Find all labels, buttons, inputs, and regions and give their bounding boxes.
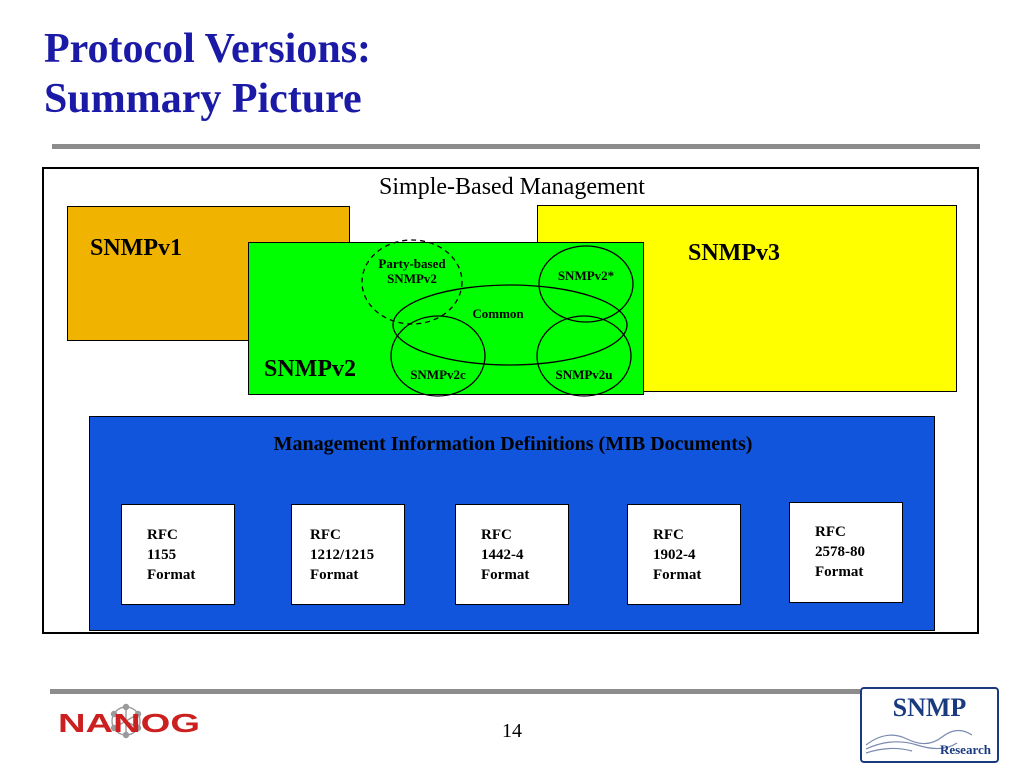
snmp-wordmark: SNMP xyxy=(892,693,967,722)
title-line-2: Summary Picture xyxy=(44,76,362,122)
page-number: 14 xyxy=(502,720,522,742)
party-based-ellipse xyxy=(361,239,463,325)
rfc-1155-box: RFC 1155 Format xyxy=(121,504,235,605)
rfc-2578-box: RFC 2578-80 Format xyxy=(789,502,903,603)
common-label: Common xyxy=(472,306,524,321)
rfc-line-1: RFC xyxy=(815,524,846,540)
rfc-line-2: 2578-80 xyxy=(815,544,865,560)
party-based-line-2: SNMPv2 xyxy=(387,271,437,286)
snmpv2-star-ellipse xyxy=(538,245,634,323)
rfc-line-2: 1155 xyxy=(147,547,177,563)
rfc-line-2: 1212/1215 xyxy=(310,547,375,563)
frame-label: Simple-Based Management xyxy=(379,174,645,200)
rfc-line-1: RFC xyxy=(653,527,684,543)
snmpv3-label: SNMPv3 xyxy=(688,240,780,266)
snmpv2c-label: SNMPv2c xyxy=(410,367,466,382)
network-globe-icon xyxy=(110,703,142,739)
snmpv1-label: SNMPv1 xyxy=(90,235,182,261)
rfc-line-3: Format xyxy=(147,567,196,583)
rfc-line-2: 1902-4 xyxy=(653,547,696,563)
party-based-label: Party-based SNMPv2 xyxy=(362,256,462,286)
mib-title: Management Information Definitions (MIB … xyxy=(273,433,753,455)
rfc-line-1: RFC xyxy=(147,527,178,543)
snmpv2-label: SNMPv2 xyxy=(264,356,356,382)
snmpv2u-label: SNMPv2u xyxy=(555,367,613,382)
rfc-1442-box: RFC 1442-4 Format xyxy=(455,504,569,605)
slide-title: Protocol Versions: Summary Picture xyxy=(44,24,371,124)
snmpv2-star-label: SNMPv2* xyxy=(557,268,615,283)
nanog-logo: NANOG xyxy=(58,703,200,739)
rfc-line-1: RFC xyxy=(481,527,512,543)
common-ellipse xyxy=(392,284,628,366)
research-wordmark: Research xyxy=(939,742,991,757)
rfc-line-1: RFC xyxy=(310,527,341,543)
snmpv2c-ellipse xyxy=(390,315,486,397)
nanog-wordmark: NANOG xyxy=(58,708,200,738)
rfc-line-3: Format xyxy=(653,567,702,583)
top-rule xyxy=(52,144,980,149)
rfc-line-3: Format xyxy=(815,564,864,580)
party-based-line-1: Party-based xyxy=(378,256,446,271)
snmp-research-logo: SNMP Research xyxy=(860,687,999,763)
rfc-line-2: 1442-4 xyxy=(481,547,524,563)
mountain-lines-icon xyxy=(865,729,973,754)
rfc-1212-box: RFC 1212/1215 Format xyxy=(291,504,405,605)
snmpv2u-ellipse xyxy=(536,315,632,397)
rfc-1902-box: RFC 1902-4 Format xyxy=(627,504,741,605)
title-line-1: Protocol Versions: xyxy=(44,26,372,72)
rfc-line-3: Format xyxy=(310,567,359,583)
snmpv2-box: SNMPv2 xyxy=(248,242,644,395)
rfc-line-3: Format xyxy=(481,567,530,583)
diagram-frame xyxy=(42,167,979,634)
bottom-rule xyxy=(50,689,860,694)
